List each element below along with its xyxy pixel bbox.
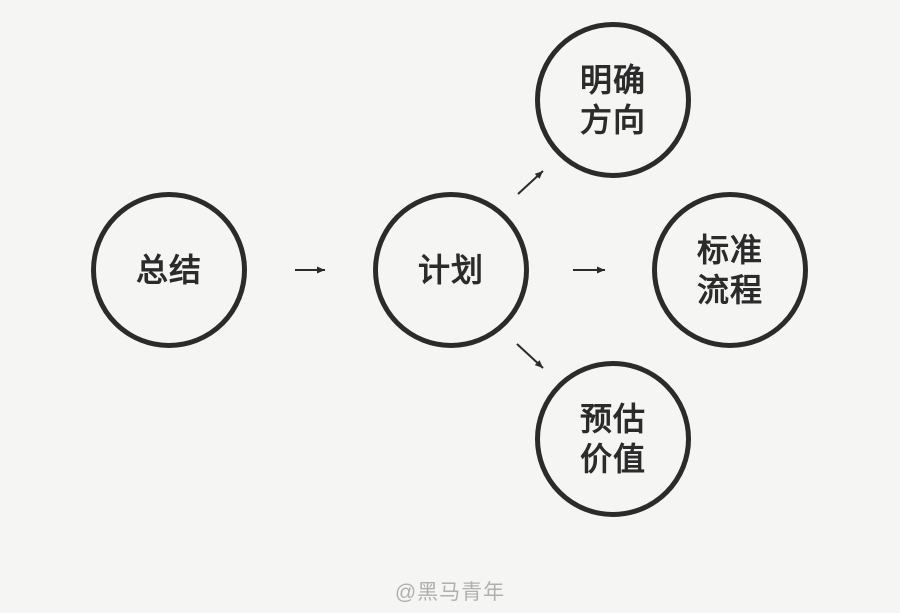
watermark: @黑马青年 bbox=[394, 581, 506, 604]
node-label-line: 方向 bbox=[579, 102, 646, 138]
node-label-line: 明确 bbox=[579, 62, 646, 98]
node-label-line: 流程 bbox=[696, 272, 763, 308]
node-zongjie: 总结 bbox=[91, 192, 247, 348]
node-label-line: 计划 bbox=[417, 252, 484, 288]
edge-jihua-to-yugu bbox=[516, 343, 544, 369]
edge-jihua-to-mingque bbox=[517, 170, 544, 195]
node-yugu-jiazhi: 预估 价值 bbox=[535, 361, 691, 517]
node-label-line: 标准 bbox=[696, 232, 763, 268]
node-mingque-fangxiang: 明确 方向 bbox=[535, 22, 691, 178]
node-label-line: 预估 bbox=[579, 401, 646, 437]
node-label-line: 总结 bbox=[135, 252, 202, 288]
node-label-line: 价值 bbox=[579, 441, 646, 477]
node-biaozhun-liucheng: 标准 流程 bbox=[652, 192, 808, 348]
node-jihua: 计划 bbox=[373, 192, 529, 348]
